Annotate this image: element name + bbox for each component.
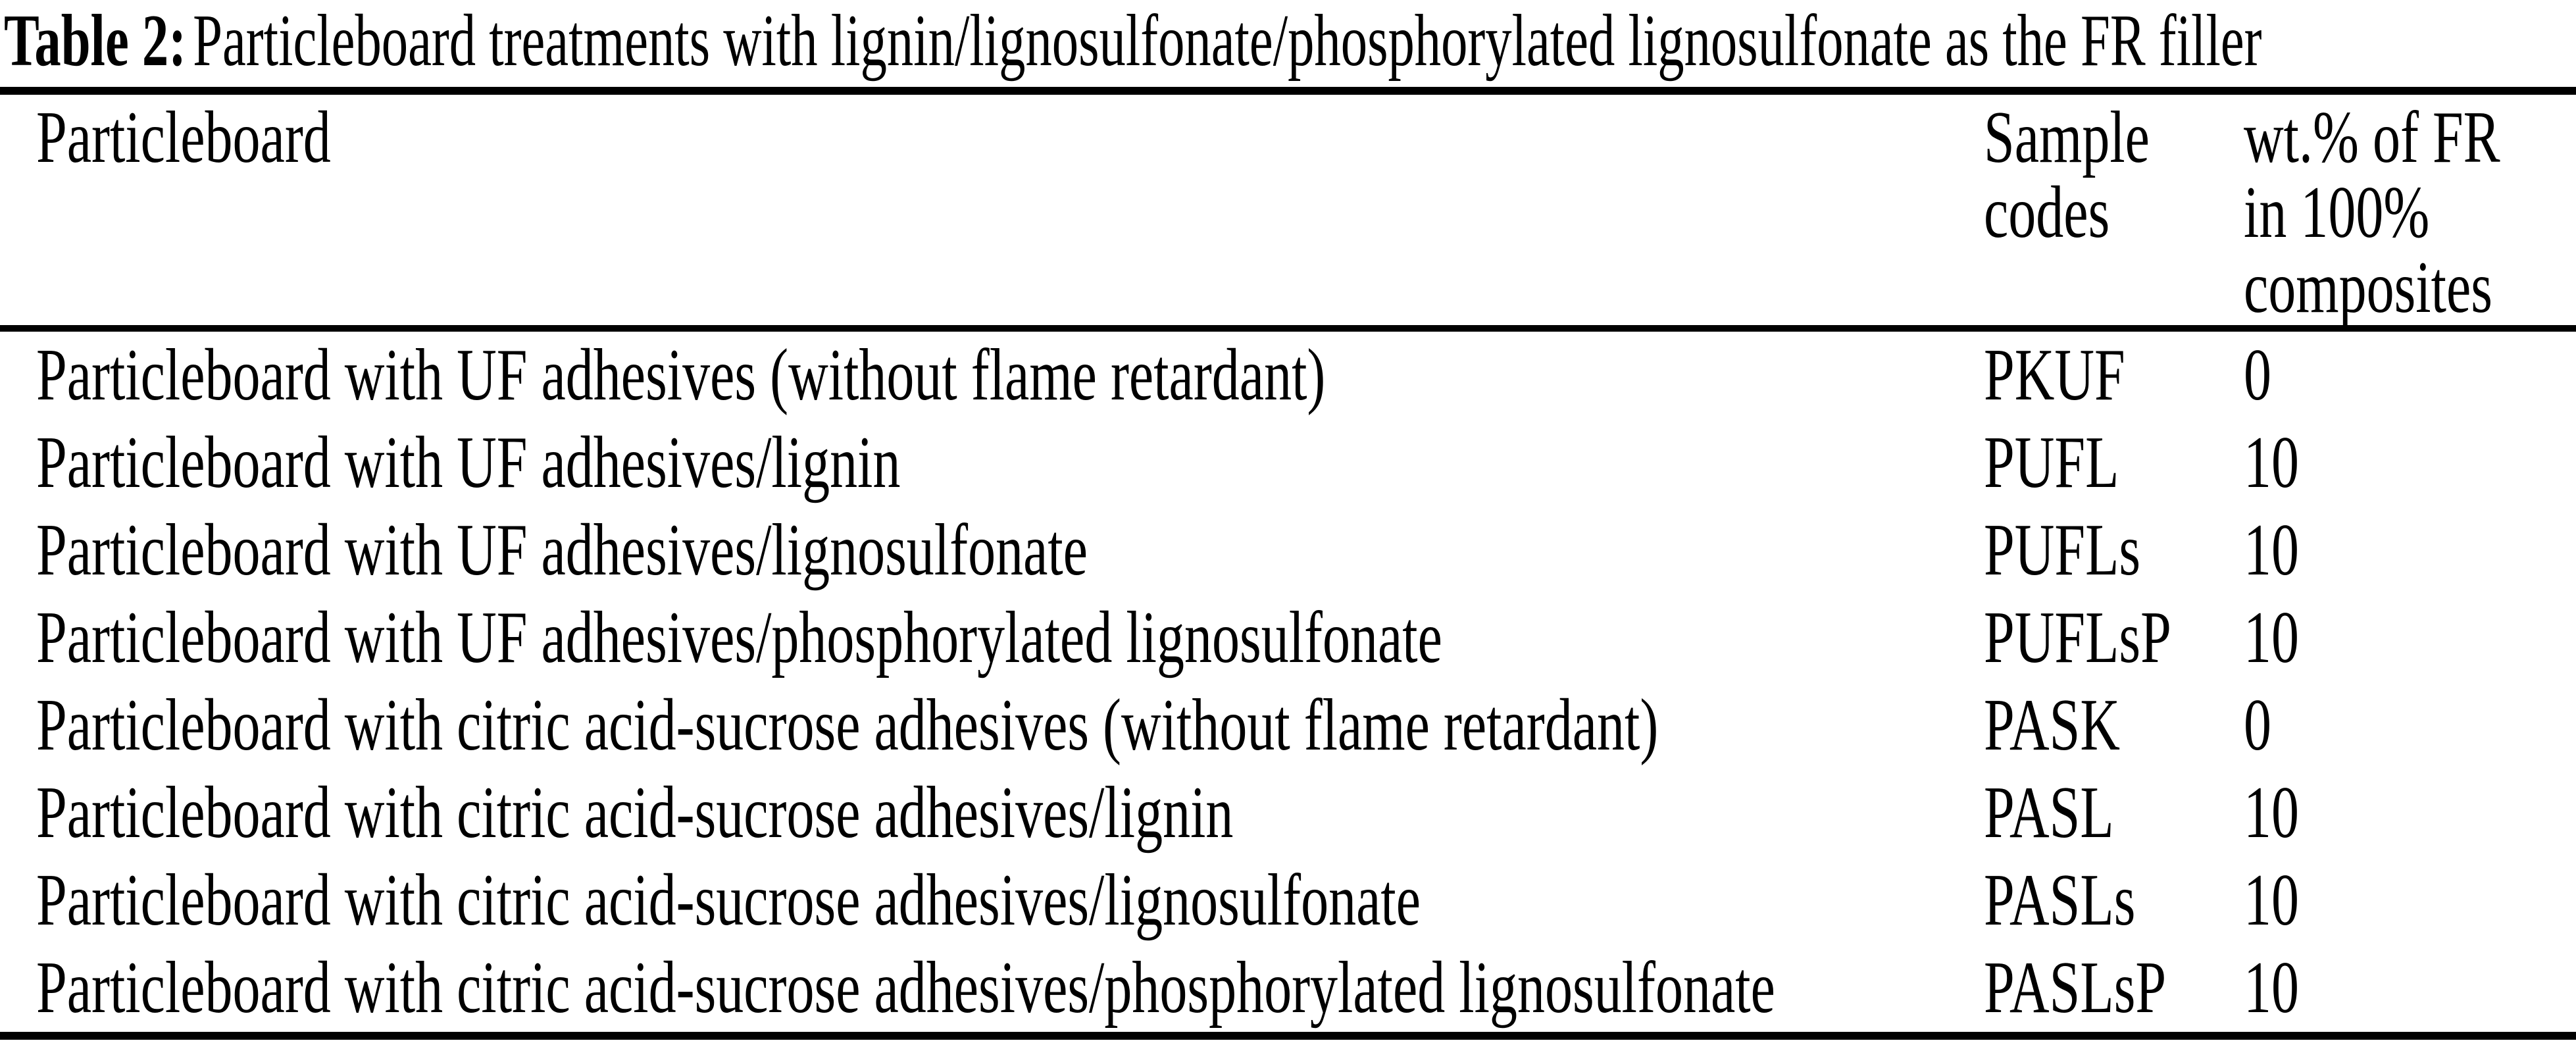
cell-particleboard: Particleboard with citric acid-sucrose a… <box>0 682 1984 769</box>
sample-code-text: PASK <box>1984 684 2121 766</box>
table-caption-label: Table 2: <box>4 0 187 82</box>
cell-sample-code: PASLsP <box>1984 944 2244 1036</box>
column-header-sample-codes-text: Sample codes <box>1984 97 2150 253</box>
cell-particleboard: Particleboard with UF adhesives/lignin <box>0 419 1984 507</box>
column-header-fr-wt-percent-text: wt.% of FR in 100% composites <box>2244 97 2500 328</box>
column-header-fr-wt-percent: wt.% of FR in 100% composites <box>2244 91 2576 332</box>
table-row: Particleboard with citric acid-sucrose a… <box>0 944 2576 1036</box>
particleboard-text: Particleboard with citric acid-sucrose a… <box>36 947 1775 1029</box>
fr-wt-percent-text: 0 <box>2244 334 2271 416</box>
column-header-particleboard: Particleboard <box>0 91 1984 332</box>
cell-particleboard: Particleboard with UF adhesives/lignosul… <box>0 507 1984 594</box>
header-row: Particleboard Sample codes wt.% of FR in… <box>0 91 2576 332</box>
particleboard-text: Particleboard with UF adhesives/lignosul… <box>36 509 1088 591</box>
cell-sample-code: PASL <box>1984 769 2244 857</box>
cell-sample-code: PUFLs <box>1984 507 2244 594</box>
cell-fr-wt-percent: 10 <box>2244 419 2576 507</box>
sample-code-text: PASLsP <box>1984 947 2167 1029</box>
particleboard-text: Particleboard with citric acid-sucrose a… <box>36 772 1234 854</box>
column-header-sample-codes: Sample codes <box>1984 91 2244 332</box>
fr-wt-percent-text: 10 <box>2244 772 2299 854</box>
table-caption-content: Table 2:Particleboard treatments with li… <box>4 4 2261 78</box>
cell-particleboard: Particleboard with UF adhesives/phosphor… <box>0 594 1984 682</box>
cell-particleboard: Particleboard with citric acid-sucrose a… <box>0 857 1984 944</box>
cell-particleboard: Particleboard with citric acid-sucrose a… <box>0 944 1984 1036</box>
cell-fr-wt-percent: 10 <box>2244 594 2576 682</box>
cell-sample-code: PUFLsP <box>1984 594 2244 682</box>
cell-fr-wt-percent: 10 <box>2244 769 2576 857</box>
particleboard-text: Particleboard with citric acid-sucrose a… <box>36 859 1421 941</box>
treatments-table: Particleboard Sample codes wt.% of FR in… <box>0 87 2576 1040</box>
fr-wt-percent-text: 10 <box>2244 422 2299 503</box>
table-caption-text: Particleboard treatments with lignin/lig… <box>193 0 2262 82</box>
cell-sample-code: PASLs <box>1984 857 2244 944</box>
particleboard-text: Particleboard with UF adhesives (without… <box>36 334 1326 416</box>
fr-wt-percent-text: 10 <box>2244 947 2299 1029</box>
cell-fr-wt-percent: 0 <box>2244 682 2576 769</box>
sample-code-text: PASL <box>1984 772 2114 854</box>
particleboard-text: Particleboard with UF adhesives/phosphor… <box>36 597 1442 678</box>
fr-wt-percent-text: 0 <box>2244 684 2271 766</box>
fr-wt-percent-text: 10 <box>2244 859 2299 941</box>
sample-code-text: PUFLs <box>1984 509 2141 591</box>
cell-fr-wt-percent: 10 <box>2244 507 2576 594</box>
table-row: Particleboard with UF adhesives/lignosul… <box>0 507 2576 594</box>
sample-code-text: PKUF <box>1984 334 2125 416</box>
table-row: Particleboard with citric acid-sucrose a… <box>0 769 2576 857</box>
cell-particleboard: Particleboard with citric acid-sucrose a… <box>0 769 1984 857</box>
table-row: Particleboard with UF adhesives (without… <box>0 328 2576 419</box>
cell-sample-code: PASK <box>1984 682 2244 769</box>
fr-wt-percent-text: 10 <box>2244 509 2299 591</box>
cell-fr-wt-percent: 10 <box>2244 857 2576 944</box>
table-row: Particleboard with UF adhesives/phosphor… <box>0 594 2576 682</box>
table-row: Particleboard with citric acid-sucrose a… <box>0 682 2576 769</box>
sample-code-text: PUFLsP <box>1984 597 2171 678</box>
table-caption: Table 2:Particleboard treatments with li… <box>4 4 2576 78</box>
cell-fr-wt-percent: 0 <box>2244 328 2576 419</box>
particleboard-text: Particleboard with citric acid-sucrose a… <box>36 684 1659 766</box>
cell-sample-code: PKUF <box>1984 328 2244 419</box>
sample-code-text: PASLs <box>1984 859 2136 941</box>
cell-fr-wt-percent: 10 <box>2244 944 2576 1036</box>
table-row: Particleboard with citric acid-sucrose a… <box>0 857 2576 944</box>
cell-particleboard: Particleboard with UF adhesives (without… <box>0 328 1984 419</box>
column-header-particleboard-text: Particleboard <box>36 97 331 178</box>
table-row: Particleboard with UF adhesives/lignin P… <box>0 419 2576 507</box>
cell-sample-code: PUFL <box>1984 419 2244 507</box>
page: Table 2:Particleboard treatments with li… <box>0 4 2576 1040</box>
fr-wt-percent-text: 10 <box>2244 597 2299 678</box>
sample-code-text: PUFL <box>1984 422 2119 503</box>
particleboard-text: Particleboard with UF adhesives/lignin <box>36 422 901 503</box>
table-body: Particleboard with UF adhesives (without… <box>0 328 2576 1036</box>
